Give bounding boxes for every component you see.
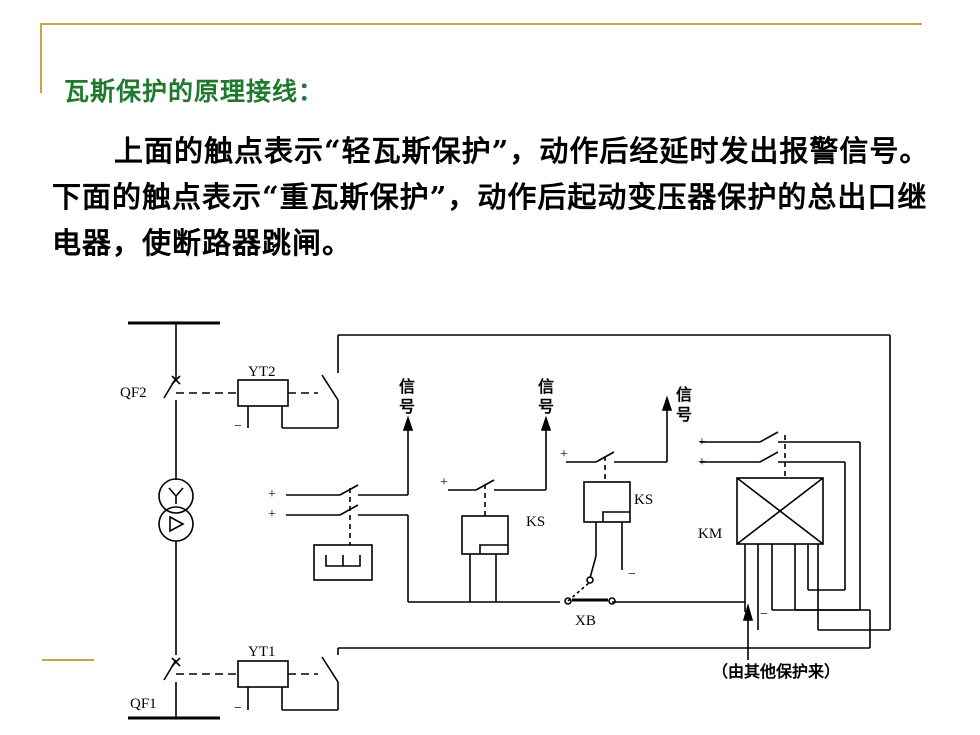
signal-arrow-3 (661, 395, 673, 411)
yt1-coil (237, 660, 289, 688)
minus-3: − (628, 567, 636, 582)
slide-paragraph: 上面的触点表示“轻瓦斯保护”，动作后经延时发出报警信号。下面的触点表示“重瓦斯保… (52, 134, 930, 260)
gas-relay-body (313, 544, 373, 581)
yt2-coil (237, 379, 289, 407)
plus-6: + (698, 455, 706, 470)
other-protection-arrow (742, 603, 754, 621)
slide-title: 瓦斯保护的原理接线： (64, 77, 325, 106)
yt1-label: YT1 (248, 644, 276, 660)
delta-symbol (169, 515, 185, 533)
ks2-label: KS (634, 492, 653, 508)
km-relay (736, 477, 824, 545)
ks-relay-1 (461, 515, 509, 555)
ks1-label: KS (526, 514, 545, 530)
light-gas-contact (339, 484, 359, 496)
km-label: KM (698, 526, 722, 542)
signal-arrow-2 (540, 415, 552, 431)
xb-label: XB (575, 613, 596, 629)
transformer-winding-2 (158, 506, 194, 542)
signal-label-3a: 信 (676, 385, 692, 404)
plus-3: + (440, 475, 448, 490)
plus-2: + (268, 507, 276, 522)
other-protection-label: （由其他保护来） (712, 662, 840, 681)
plus-4: + (560, 447, 568, 462)
bottom-rule (42, 659, 94, 661)
heavy-gas-contact (339, 504, 359, 516)
qf2-label: QF2 (120, 385, 147, 401)
minus-4: − (760, 607, 768, 622)
top-rule (40, 23, 922, 25)
wye-symbol (168, 487, 184, 498)
plus-5: + (698, 435, 706, 450)
signal-arrow-1 (402, 415, 414, 431)
ks-relay-2 (583, 481, 631, 523)
signal-label-2a: 信 (538, 377, 554, 396)
qf1-label: QF1 (130, 696, 157, 712)
yt2-label: YT2 (248, 364, 276, 380)
transformer-winding-1 (158, 478, 194, 514)
signal-label-2b: 号 (538, 397, 554, 416)
minus-2: − (234, 701, 242, 716)
signal-label-1a: 信 (399, 377, 415, 396)
yt2-contact (321, 374, 339, 401)
signal-label-1b: 号 (399, 397, 415, 416)
signal-label-3b: 号 (676, 405, 692, 424)
minus-1: − (234, 419, 242, 434)
left-rule (40, 23, 42, 93)
plus-1: + (268, 487, 276, 502)
yt1-contact (321, 656, 339, 683)
